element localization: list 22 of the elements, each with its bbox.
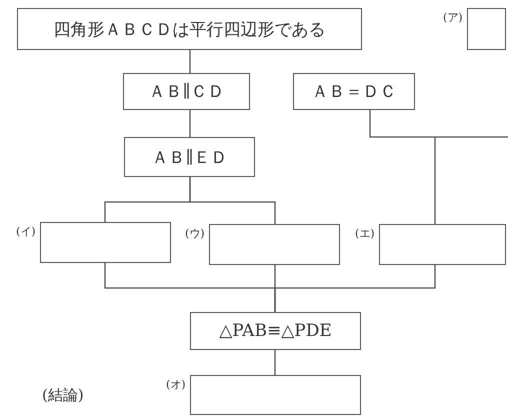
connector-line xyxy=(274,350,276,375)
statement-box: ＡＢ＝ＤＣ xyxy=(293,73,415,110)
statement-box: △PAB≡△PDE xyxy=(190,312,361,350)
answer-box xyxy=(379,224,506,265)
answer-box xyxy=(40,222,171,263)
connector-line xyxy=(189,110,191,137)
blank-label: (ウ) xyxy=(185,226,205,241)
connector-line xyxy=(189,50,191,73)
statement-box: ＡＢ∥ＣＤ xyxy=(123,73,250,110)
answer-box xyxy=(467,8,506,50)
blank-label: (エ) xyxy=(355,226,375,241)
connector-line xyxy=(189,177,276,224)
blank-label: (オ) xyxy=(166,377,186,392)
blank-label: (ア) xyxy=(443,10,463,25)
answer-box xyxy=(190,375,361,415)
conclusion-label: (結論) xyxy=(42,386,84,405)
answer-box xyxy=(209,224,340,265)
statement-box: ＡＢ∥ＥＤ xyxy=(124,137,255,177)
connector-line xyxy=(274,265,436,312)
connector-line xyxy=(369,109,508,225)
blank-label: (イ) xyxy=(16,224,36,239)
statement-box: 四角形ＡＢＣＤは平行四辺形である xyxy=(17,8,362,50)
